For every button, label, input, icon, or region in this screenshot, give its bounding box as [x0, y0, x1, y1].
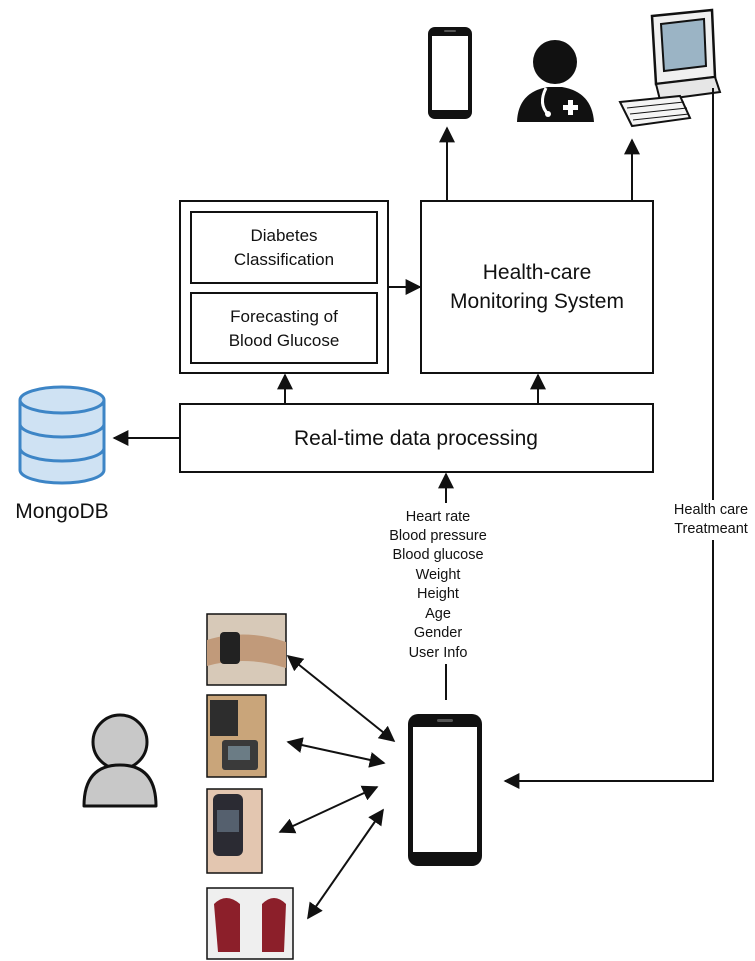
field-heart-rate: Heart rate [406, 509, 470, 525]
smartphone-icon [408, 714, 482, 866]
feedback-label-line1: Health care [674, 502, 748, 518]
field-height: Height [417, 586, 459, 602]
arrow-treatment-feedback [503, 88, 714, 789]
diabetes-label-line1: Diabetes [250, 226, 317, 245]
arrow-scale-phone [307, 808, 384, 920]
wristband-sensor-photo [206, 613, 287, 686]
field-gender: Gender [414, 625, 463, 641]
user-icon [82, 713, 158, 808]
diabetes-label-line2: Classification [234, 250, 334, 269]
field-age: Age [425, 606, 451, 622]
diabetes-classification-box [190, 211, 378, 284]
health-label-line1: Health-care [483, 261, 592, 284]
health-label-line2: Monitoring System [450, 290, 624, 313]
glucose-meter-photo [206, 788, 263, 874]
forecasting-box [190, 292, 378, 364]
processing-label: Real-time data processing [294, 427, 538, 450]
arrow-wristband-phone [286, 654, 396, 743]
feedback-label-bg [668, 500, 755, 540]
doctor-icon [517, 40, 594, 122]
real-time-processing-box [179, 403, 654, 473]
weight-scale-photo [206, 887, 294, 960]
database-icon [18, 385, 106, 485]
arrow-bp-monitor-phone [286, 737, 386, 768]
field-user-info: User Info [409, 645, 468, 661]
health-care-monitoring-box [420, 200, 654, 374]
database-label: MongoDB [15, 500, 108, 523]
smartphone-icon [428, 27, 472, 119]
arrow-glucose-meter-phone [278, 785, 379, 834]
forecast-label-line2: Blood Glucose [229, 331, 340, 350]
field-blood-pressure: Blood pressure [389, 528, 487, 544]
field-blood-glucose: Blood glucose [392, 547, 483, 563]
field-weight: Weight [416, 567, 461, 583]
blood-pressure-monitor-photo [206, 694, 267, 778]
forecast-label-line1: Forecasting of [230, 307, 338, 326]
desktop-computer-icon [618, 8, 722, 128]
feedback-label-line2: Treatmeant [674, 521, 748, 537]
